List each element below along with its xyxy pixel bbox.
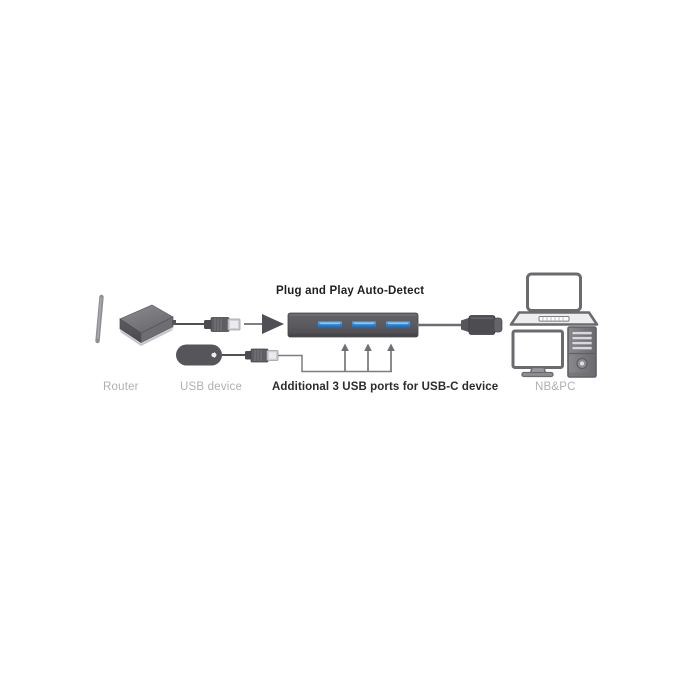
label-nbpc: NB&PC (535, 381, 576, 393)
usb-a-plug-icon-secondary (245, 348, 279, 363)
arrow-right-icon (244, 314, 284, 334)
label-usb-device: USB device (180, 381, 243, 393)
pc-tower-icon (567, 326, 597, 378)
page-title: Plug and Play Auto-Detect (276, 285, 425, 297)
arrow-up-icon (364, 343, 372, 371)
usb-a-plug-icon (204, 317, 241, 332)
antenna-icon (95, 294, 104, 344)
laptop-icon (509, 272, 599, 326)
arrow-up-icon (341, 343, 349, 371)
dongle-to-ports-route (278, 354, 392, 373)
usb-port-slot (318, 321, 342, 328)
label-additional-ports: Additional 3 USB ports for USB-C device (272, 381, 499, 393)
monitor-icon (511, 329, 564, 378)
usb-c-plug-icon (461, 315, 503, 335)
usb-port-slot (352, 321, 376, 328)
usb-port-slot (386, 321, 410, 328)
label-router: Router (103, 381, 139, 393)
usb-hub-icon (287, 312, 419, 338)
arrow-up-icon (387, 343, 395, 371)
usb-dongle-icon (176, 344, 246, 366)
router-icon (95, 294, 176, 346)
arrow-up-icon-group (341, 343, 395, 371)
